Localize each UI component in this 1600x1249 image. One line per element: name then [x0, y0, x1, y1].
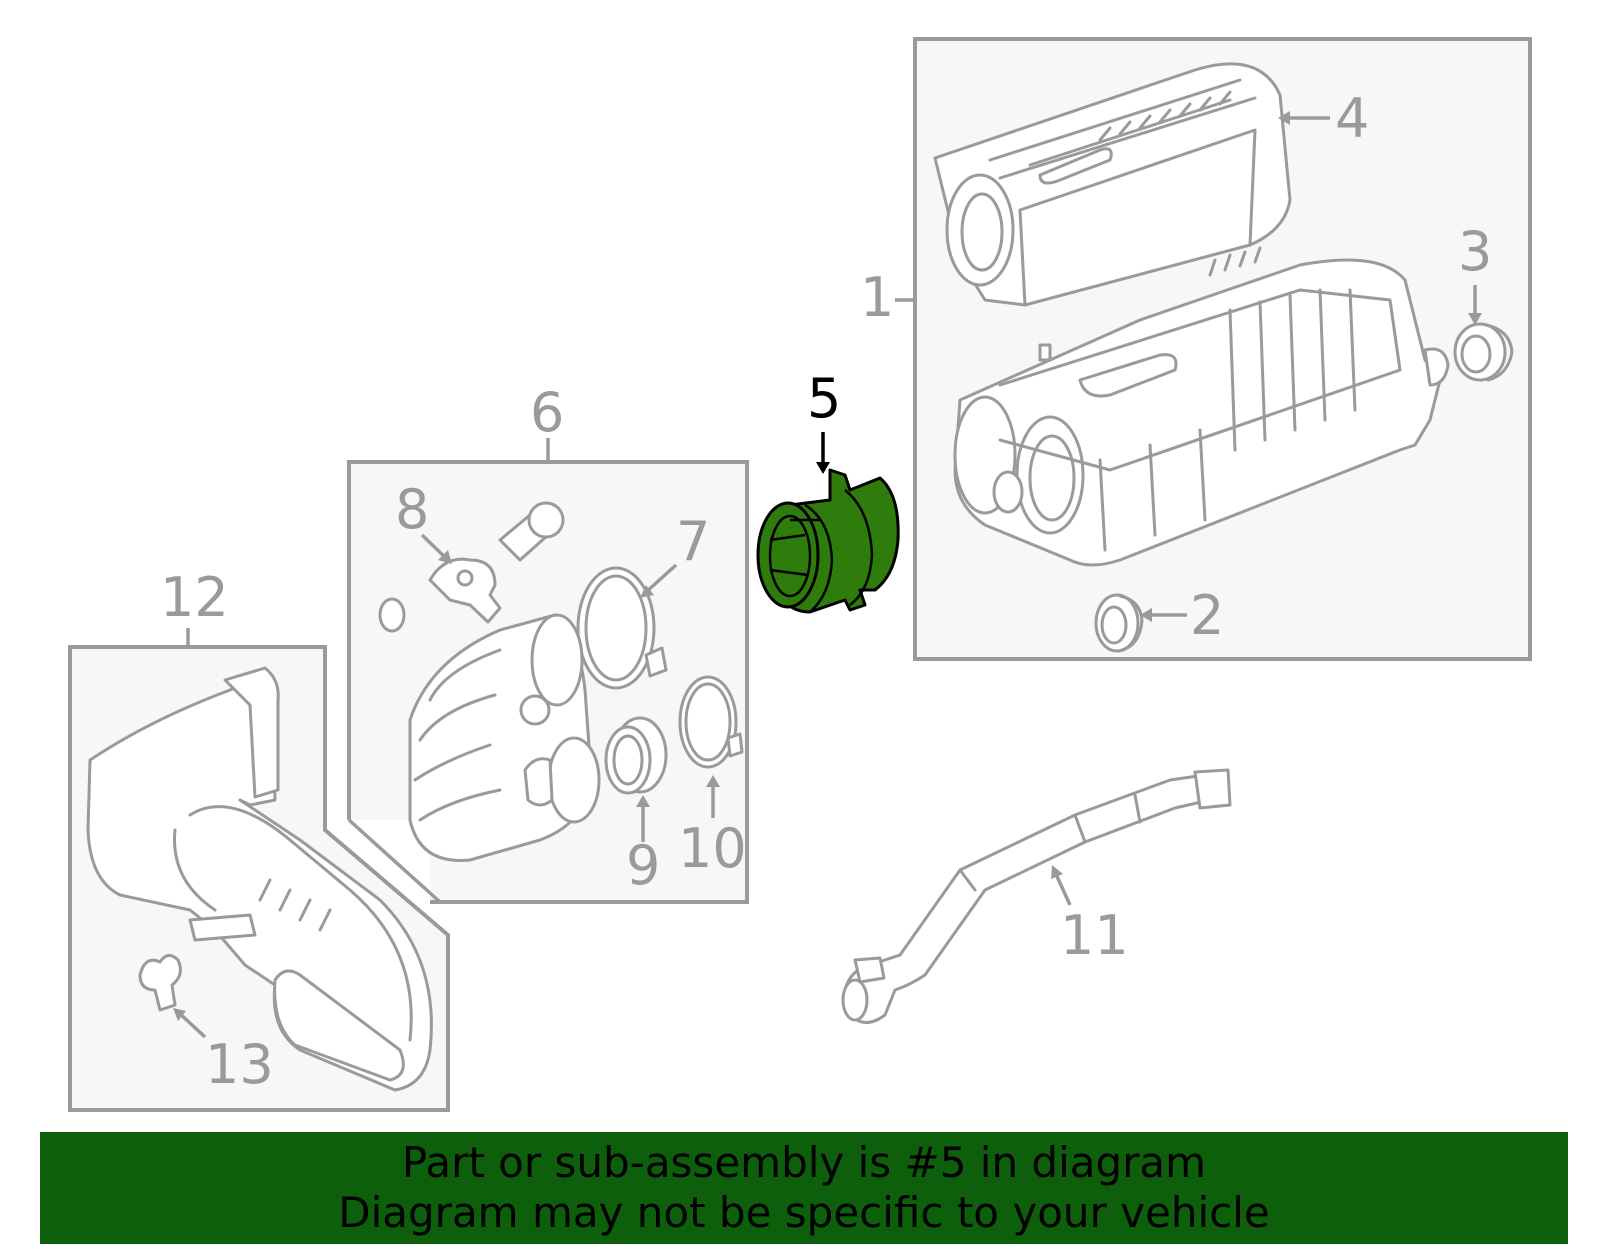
part-1-air-cleaner-housing[interactable]: [953, 246, 1450, 567]
callout-5: 5: [807, 367, 841, 430]
callout-11: 11: [1060, 904, 1129, 967]
box-6-corner-edge: [347, 818, 442, 904]
part-13-push-clip[interactable]: [138, 954, 182, 1012]
arrowheads: [173, 111, 1482, 1021]
footer-line-1: Part or sub-assembly is #5 in diagram: [401, 1138, 1207, 1187]
part-7-hose-clamp[interactable]: [576, 566, 668, 690]
part-3-grommet[interactable]: [1453, 322, 1514, 382]
part-9-seal[interactable]: [604, 716, 668, 795]
callout-8: 8: [395, 478, 429, 541]
callout-10: 10: [678, 817, 747, 880]
leader-11: [1053, 871, 1072, 906]
part-2-grommet[interactable]: [1094, 593, 1144, 653]
callout-2: 2: [1190, 584, 1224, 647]
part-4-air-filter-cover[interactable]: [933, 62, 1292, 307]
part-6-outlet-duct[interactable]: [408, 613, 601, 862]
part-10-hose-clamp[interactable]: [678, 675, 744, 769]
part-11-vent-hose[interactable]: [841, 768, 1232, 1024]
footer-line-2: Diagram may not be specific to your vehi…: [338, 1188, 1270, 1237]
callout-6: 6: [530, 381, 564, 444]
callout-3: 3: [1458, 220, 1492, 283]
leader-7: [643, 563, 678, 595]
footer-banner: Part or sub-assembly is #5 in diagram Di…: [40, 1132, 1568, 1244]
part-5-mass-air-flow-sensor[interactable]: [756, 468, 900, 614]
leader-13: [176, 1010, 207, 1039]
callout-9: 9: [626, 834, 660, 897]
callout-12: 12: [160, 566, 229, 629]
part-12-inlet-duct[interactable]: [86, 666, 433, 1092]
callout-7: 7: [676, 510, 710, 573]
callout-4: 4: [1335, 87, 1369, 150]
callout-13: 13: [205, 1033, 274, 1096]
callout-1: 1: [860, 266, 894, 329]
part-8-sensor-bracket[interactable]: [378, 501, 565, 633]
